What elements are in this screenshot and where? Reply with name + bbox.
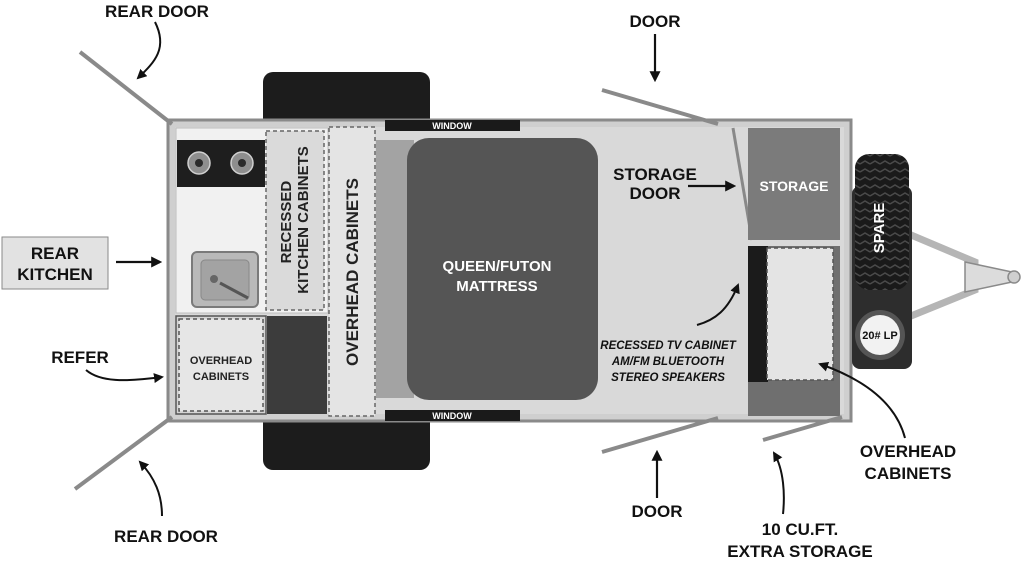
svg-text:DOOR: DOOR: [630, 184, 681, 203]
mattress: QUEEN/FUTON MATTRESS: [376, 138, 598, 400]
arrow-icon: [696, 283, 740, 326]
label-refer: REFER: [51, 348, 109, 367]
svg-text:CABINETS: CABINETS: [193, 371, 249, 383]
stove-icon: [177, 140, 265, 187]
arrow-icon: [818, 361, 906, 439]
svg-text:MATTRESS: MATTRESS: [456, 278, 537, 295]
svg-text:EXTRA STORAGE: EXTRA STORAGE: [727, 542, 872, 561]
svg-text:QUEEN/FUTON: QUEEN/FUTON: [443, 258, 552, 275]
storage-box: STORAGE: [748, 128, 840, 240]
window-top: WINDOW: [385, 120, 520, 131]
window-bottom: WINDOW: [385, 410, 520, 421]
arrow-icon: [138, 460, 163, 517]
hitch-icon: [850, 206, 1021, 344]
svg-text:AM/FM BLUETOOTH: AM/FM BLUETOOTH: [611, 356, 725, 368]
door-lines: [73, 50, 843, 491]
svg-text:SPARE: SPARE: [871, 203, 888, 254]
svg-text:20# LP: 20# LP: [862, 330, 897, 342]
lp-tank-icon: 20# LP: [855, 310, 905, 360]
label-rear-door-bottom: REAR DOOR: [114, 527, 218, 546]
label-extra-storage: 10 CU.FT. EXTRA STORAGE: [727, 520, 872, 561]
svg-text:STORAGE: STORAGE: [760, 178, 829, 194]
svg-text:CABINETS: CABINETS: [865, 464, 952, 483]
wheel-bottom: [263, 410, 430, 470]
svg-text:RECESSED TV CABINET: RECESSED TV CABINET: [600, 340, 736, 352]
label-storage-door: STORAGE DOOR: [613, 165, 697, 203]
label-rear-kitchen: REAR KITCHEN: [1, 236, 109, 290]
svg-text:OVERHEAD CABINETS: OVERHEAD CABINETS: [343, 178, 362, 366]
sink-icon: [191, 251, 259, 308]
svg-text:WINDOW: WINDOW: [432, 121, 472, 131]
label-tv-cabinet: RECESSED TV CABINET AM/FM BLUETOOTH STER…: [600, 340, 736, 384]
label-overhead-cabinets-right: OVERHEAD CABINETS: [860, 442, 956, 483]
arrow-icon: [136, 21, 162, 80]
overhead-cabinets-small: OVERHEAD CABINETS: [175, 315, 267, 415]
svg-text:STEREO SPEAKERS: STEREO SPEAKERS: [611, 372, 725, 384]
svg-text:STORAGE: STORAGE: [613, 165, 697, 184]
svg-text:REAR: REAR: [31, 244, 79, 263]
label-door-bottom: DOOR: [632, 502, 683, 521]
svg-text:RECESSED KITCHEN CABINET: RECESSED KITCHEN CABINETS: [278, 146, 312, 294]
refer-unit: [267, 316, 327, 414]
svg-text:OVERHEAD: OVERHEAD: [190, 355, 252, 367]
recessed-kitchen-cabinets: RECESSED KITCHEN CABINETS: [265, 130, 325, 311]
right-cabinets: [748, 246, 840, 416]
svg-text:OVERHEAD: OVERHEAD: [860, 442, 956, 461]
overhead-cabinets-vertical: OVERHEAD CABINETS: [328, 126, 376, 417]
arrow-icon: [772, 451, 785, 515]
label-door-top: DOOR: [630, 12, 681, 31]
svg-text:WINDOW: WINDOW: [432, 411, 472, 421]
label-rear-door-top: REAR DOOR: [105, 2, 209, 21]
arrow-icon: [85, 369, 164, 384]
svg-text:10 CU.FT.: 10 CU.FT.: [762, 520, 839, 539]
svg-text:KITCHEN: KITCHEN: [17, 265, 93, 284]
wheel-top: [263, 72, 430, 132]
